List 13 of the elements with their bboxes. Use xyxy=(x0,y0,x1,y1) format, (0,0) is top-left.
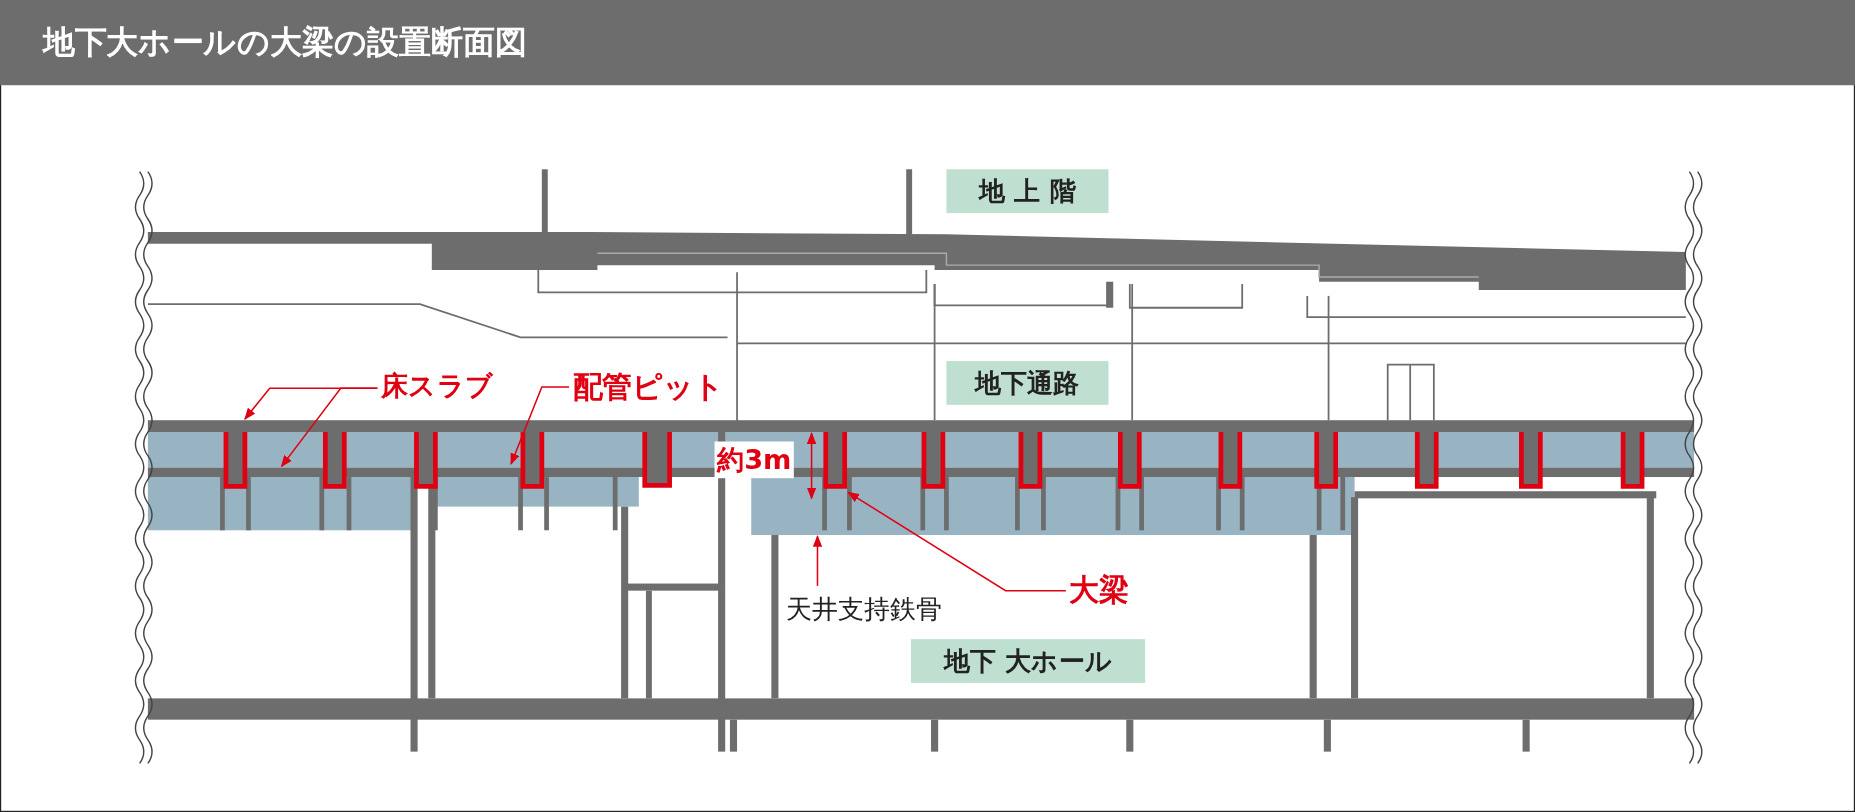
floor-label: 地下 大ホール xyxy=(910,639,1146,683)
leader-line xyxy=(510,386,570,466)
dimension-label: 約3m xyxy=(714,441,794,479)
leader-line xyxy=(847,491,1067,592)
title-bar: 地下大ホールの大梁の設置断面図 xyxy=(0,0,1855,86)
callout-label: 配管ピット xyxy=(572,366,724,406)
callout-label: 天井支持鉄骨 xyxy=(785,591,942,628)
leader-line xyxy=(812,535,823,587)
floor-label: 地下通路 xyxy=(946,361,1109,405)
callout-label: 床スラブ xyxy=(380,368,494,405)
floor-label: 地 上 階 xyxy=(946,169,1109,214)
leader-line xyxy=(280,387,379,468)
callout-label: 大梁 xyxy=(1069,570,1129,610)
